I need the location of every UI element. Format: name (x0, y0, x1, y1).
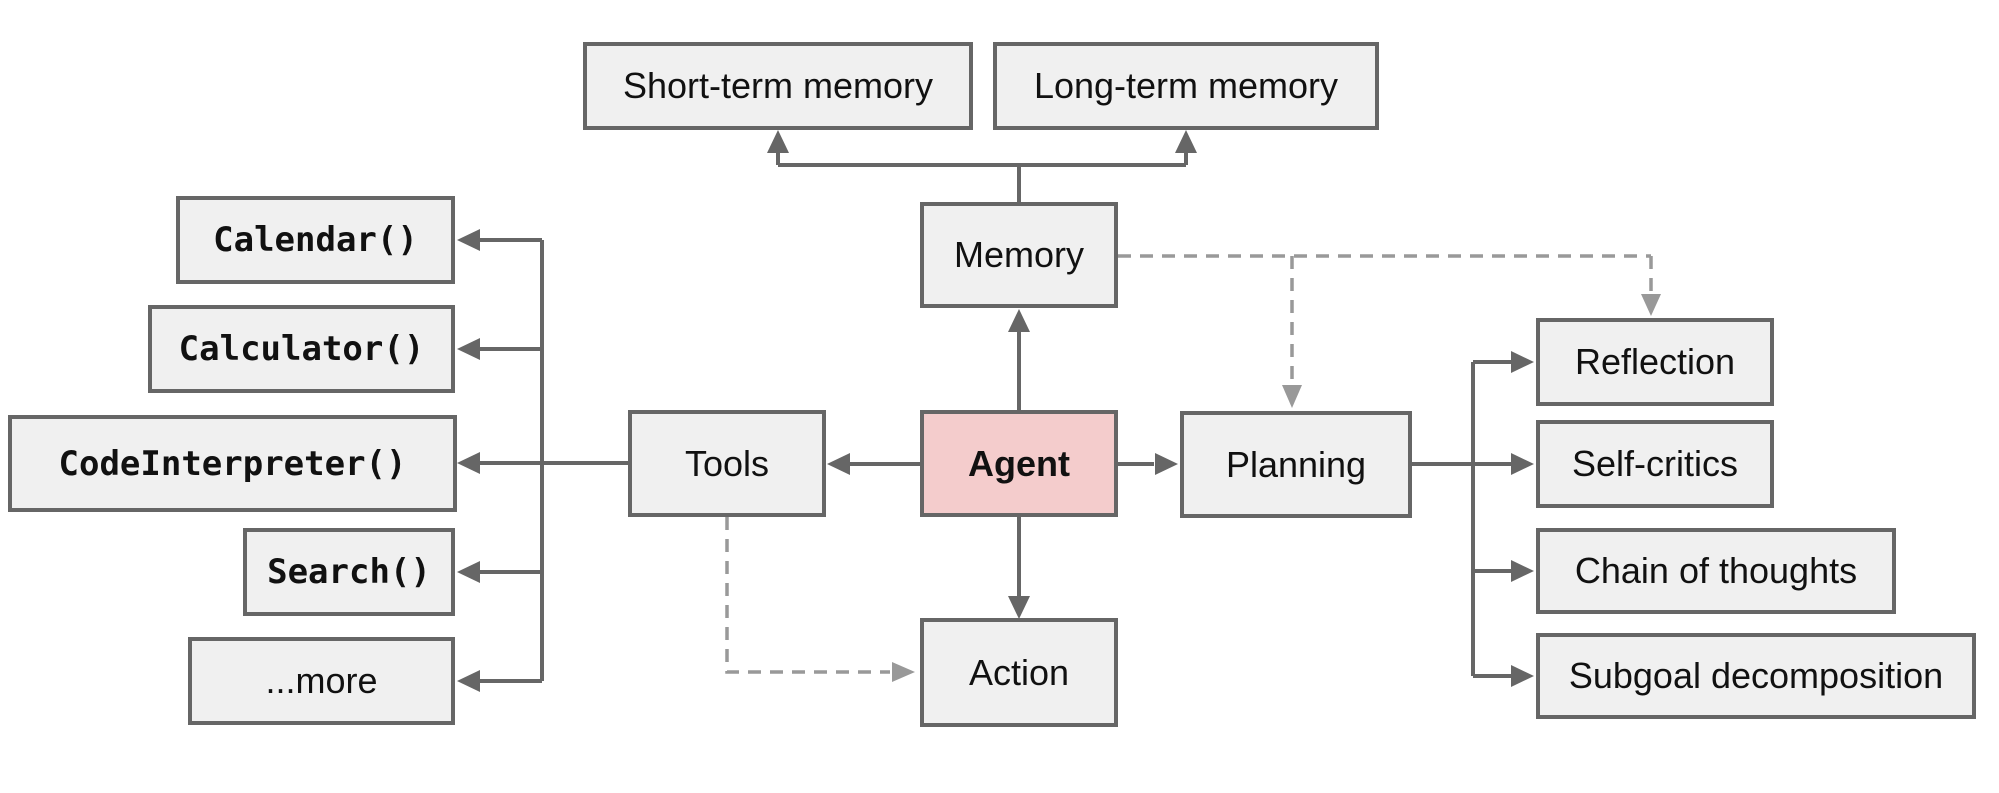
node-reflection: Reflection (1536, 318, 1774, 406)
node-self-critics: Self-critics (1536, 420, 1774, 508)
node-code-interpreter: CodeInterpreter() (8, 415, 457, 512)
edge-tools-trunk-left (457, 229, 544, 692)
node-search: Search() (243, 528, 455, 616)
edge-memory-dashed (1118, 254, 1661, 408)
node-more: ...more (188, 637, 455, 725)
node-short-term-memory: Short-term memory (583, 42, 973, 130)
node-subgoal-decomposition: Subgoal decomposition (1536, 633, 1976, 719)
edge-planning-trunk-right (1412, 351, 1534, 687)
node-planning: Planning (1180, 411, 1412, 518)
edge-agent-to-planning (1118, 453, 1178, 475)
node-memory: Memory (920, 202, 1118, 308)
node-tools: Tools (628, 410, 826, 517)
edge-agent-to-tools (827, 453, 920, 475)
edge-tools-to-code-interpreter (457, 452, 628, 474)
edge-agent-to-memory (1008, 309, 1030, 410)
edge-memory-to-memory-types (767, 130, 1197, 202)
node-calendar: Calendar() (176, 196, 455, 284)
node-action: Action (920, 618, 1118, 727)
node-long-term-memory: Long-term memory (993, 42, 1379, 130)
node-agent: Agent (920, 410, 1118, 517)
node-calculator: Calculator() (148, 305, 455, 393)
edge-tools-to-action-dashed (725, 517, 915, 682)
edge-agent-to-action (1008, 517, 1030, 619)
node-chain-of-thoughts: Chain of thoughts (1536, 528, 1896, 614)
